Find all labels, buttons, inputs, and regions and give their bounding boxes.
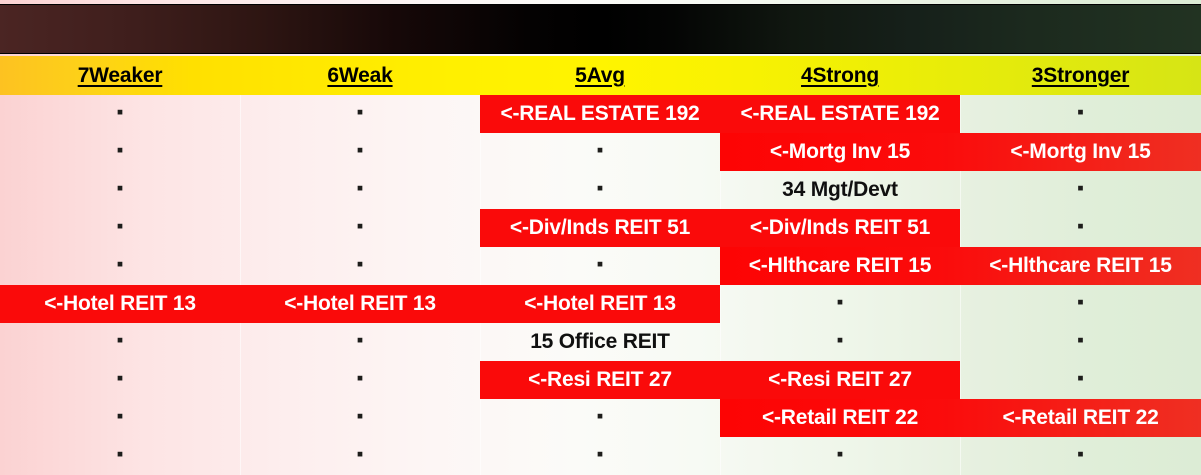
matrix-row: ▪ ▪ ▪ ▪ ▪: [0, 437, 1201, 475]
matrix-row: ▪ ▪ ▪ <-Hlthcare REIT 15 <-Hlthcare REIT 15: [0, 247, 1201, 285]
column-header-label: 3Stronger: [1031, 63, 1130, 87]
empty-cell-dot: ▪: [836, 443, 844, 465]
bar-hotel-reit[interactable]: <-Hotel REIT 13 <-Hotel REIT 13 <-Hotel RE…: [0, 285, 720, 323]
empty-cell-dot: ▪: [116, 253, 124, 275]
column-header-3stronger[interactable]: 3Stronger: [960, 56, 1201, 95]
empty-cell-dot: ▪: [356, 101, 364, 123]
empty-cell-dot: ▪: [1077, 291, 1084, 313]
matrix-row: ▪ ▪ 15 Office REIT ▪ ▪: [0, 323, 1201, 361]
empty-cell-dot: ▪: [356, 177, 364, 199]
bar-retail-reit[interactable]: <-Retail REIT 22 <-Retail REIT 22: [720, 399, 1201, 437]
empty-cell-dot: ▪: [1077, 329, 1084, 351]
empty-cell-dot: ▪: [356, 253, 364, 275]
bar-label: <-Hotel REIT 13: [44, 292, 196, 315]
empty-cell-dot: ▪: [116, 443, 124, 465]
matrix-row: ▪ ▪ <-REAL ESTATE 192 <-REAL ESTATE 192 ▪: [0, 95, 1201, 133]
column-header-6weak[interactable]: 6Weak: [240, 56, 480, 95]
empty-cell-dot: ▪: [356, 139, 364, 161]
empty-cell-dot: ▪: [596, 177, 604, 199]
empty-cell-dot: ▪: [356, 405, 364, 427]
bar-mortg-inv[interactable]: <-Mortg Inv 15 <-Mortg Inv 15: [720, 133, 1201, 171]
plain-label-office-reit: 15 Office REIT: [530, 330, 670, 353]
bar-label: <-Resi REIT 27: [528, 368, 672, 391]
column-header-label: 4Strong: [801, 63, 879, 87]
matrix-row: ▪ ▪ <-Resi REIT 27 <-Resi REIT 27 ▪: [0, 361, 1201, 399]
empty-cell-dot: ▪: [356, 367, 364, 389]
matrix-grid: ▪▪<-REAL ESTATE 192<-REAL ESTATE 192▪▪▪▪…: [0, 95, 1201, 475]
empty-cell-dot: ▪: [116, 405, 124, 427]
empty-cell-dot: ▪: [596, 139, 604, 161]
bar-label: <-REAL ESTATE 192: [500, 102, 700, 125]
empty-cell-dot: ▪: [116, 139, 124, 161]
column-header-row: 7Weaker 6Weak 5Avg 4Strong 3Stronger: [0, 56, 1201, 95]
empty-cell-dot: ▪: [1077, 443, 1084, 465]
empty-cell-dot: ▪: [596, 443, 604, 465]
empty-cell-dot: ▪: [836, 329, 844, 351]
bar-label: <-Mortg Inv 15: [1010, 140, 1151, 163]
empty-cell-dot: ▪: [356, 443, 364, 465]
empty-cell-dot: ▪: [116, 215, 124, 237]
column-header-label: 6Weak: [327, 63, 393, 87]
empty-cell-dot: ▪: [356, 329, 364, 351]
matrix-row: ▪ ▪ ▪ <-Mortg Inv 15 <-Mortg Inv 15: [0, 133, 1201, 171]
strength-gradient-strip: [0, 4, 1201, 54]
bar-label: <-Hlthcare REIT 15: [989, 254, 1172, 277]
bar-label: <-Hlthcare REIT 15: [748, 254, 932, 277]
bar-real-estate[interactable]: <-REAL ESTATE 192 <-REAL ESTATE 192: [480, 95, 960, 133]
bar-label: <-Hotel REIT 13: [284, 292, 436, 315]
matrix-row: <-Hotel REIT 13 <-Hotel REIT 13 <-Hotel RE…: [0, 285, 1201, 323]
empty-cell-dot: ▪: [596, 253, 604, 275]
empty-cell-dot: ▪: [1077, 367, 1084, 389]
empty-cell-dot: ▪: [596, 405, 604, 427]
plain-label-mgt-devt: 34 Mgt/Devt: [782, 178, 898, 201]
bar-resi-reit[interactable]: <-Resi REIT 27 <-Resi REIT 27: [480, 361, 960, 399]
empty-cell-dot: ▪: [836, 291, 844, 313]
empty-cell-dot: ▪: [356, 215, 364, 237]
empty-cell-dot: ▪: [116, 177, 124, 199]
bar-label: <-Resi REIT 27: [768, 368, 912, 391]
empty-cell-dot: ▪: [116, 367, 124, 389]
matrix-row: ▪ ▪ ▪ <-Retail REIT 22 <-Retail REIT 22: [0, 399, 1201, 437]
empty-cell-dot: ▪: [1077, 101, 1084, 123]
empty-cell-dot: ▪: [116, 329, 124, 351]
bar-label: <-REAL ESTATE 192: [740, 102, 940, 125]
matrix-row: ▪ ▪ ▪ 34 Mgt/Devt ▪: [0, 171, 1201, 209]
bar-label: <-Hotel REIT 13: [524, 292, 676, 315]
column-header-4strong[interactable]: 4Strong: [720, 56, 960, 95]
bar-hlthcare-reit[interactable]: <-Hlthcare REIT 15 <-Hlthcare REIT 15: [720, 247, 1201, 285]
bar-div-inds-reit[interactable]: <-Div/Inds REIT 51 <-Div/Inds REIT 51: [480, 209, 960, 247]
bar-label: <-Retail REIT 22: [1002, 406, 1159, 429]
bar-label: <-Mortg Inv 15: [769, 140, 911, 163]
empty-cell-dot: ▪: [1077, 177, 1084, 199]
column-header-7weaker[interactable]: 7Weaker: [0, 56, 240, 95]
bar-label: <-Div/Inds REIT 51: [509, 216, 691, 239]
empty-cell-dot: ▪: [1077, 215, 1084, 237]
column-header-5avg[interactable]: 5Avg: [480, 56, 720, 95]
column-header-label: 5Avg: [575, 63, 625, 87]
matrix-row: ▪ ▪ <-Div/Inds REIT 51 <-Div/Inds REIT 51 ▪: [0, 209, 1201, 247]
empty-cell-dot: ▪: [116, 101, 124, 123]
bar-label: <-Div/Inds REIT 51: [749, 216, 931, 239]
bar-label: <-Retail REIT 22: [761, 406, 919, 429]
column-header-label: 7Weaker: [77, 63, 163, 87]
